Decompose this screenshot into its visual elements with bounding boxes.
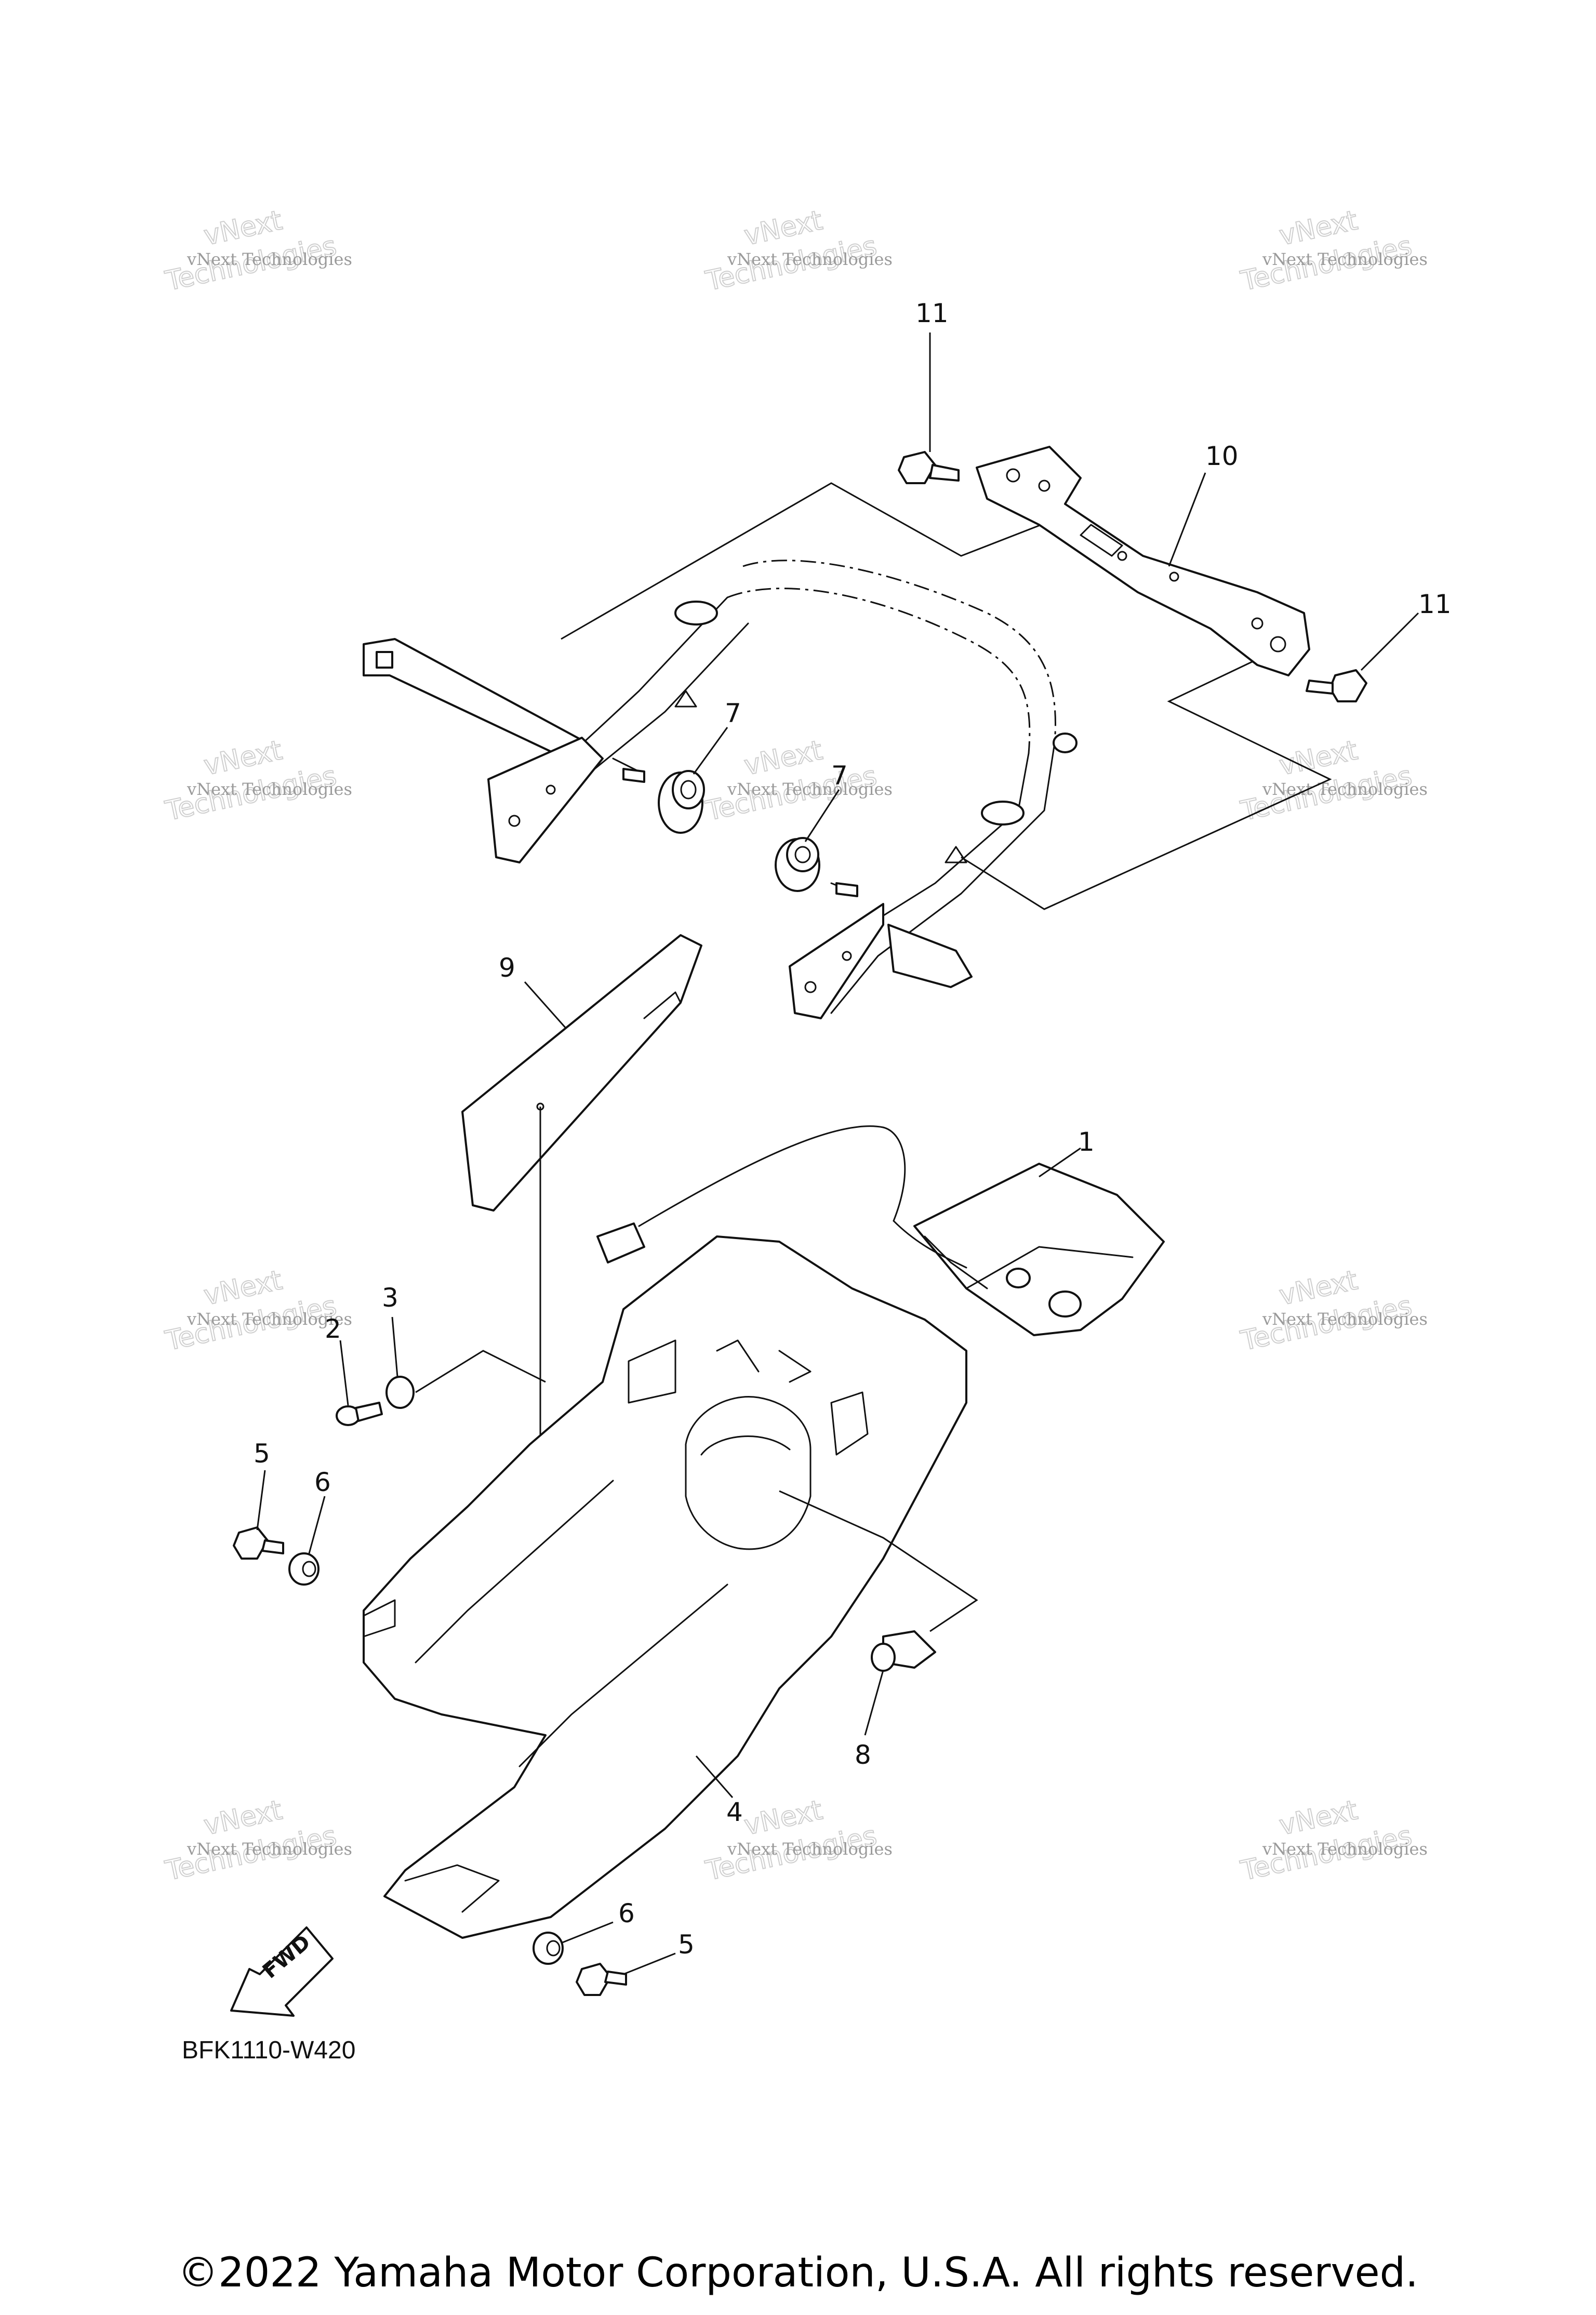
washer-3	[385, 1376, 415, 1409]
callout-11-top: 11	[915, 298, 949, 328]
collar-6-upper	[288, 1552, 320, 1586]
svg-text:vNext Technologies: vNext Technologies	[727, 779, 893, 799]
rear-frame	[363, 560, 1078, 1019]
svg-text:vNext Technologies: vNext Technologies	[727, 1839, 893, 1859]
bolt-11-top	[898, 451, 960, 484]
callout-5-upper: 5	[254, 1439, 270, 1469]
svg-text:vNext Technologies: vNext Technologies	[1262, 1309, 1428, 1329]
bolt-11-right	[1306, 669, 1367, 702]
damper-7-right	[775, 837, 858, 897]
callout-11-right: 11	[1418, 589, 1452, 619]
callouts: 11 10 11 7 7 9 1 3 2 5 6 8 4 6 5	[254, 298, 1452, 1975]
bolt-2	[336, 1402, 383, 1426]
watermark: Technologies vNext vNext Technologies	[1238, 1794, 1428, 1887]
taillight-1	[596, 1125, 1165, 1336]
clip-8	[871, 1630, 936, 1672]
bolt-5-upper	[233, 1526, 284, 1560]
svg-text:vNext Technologies: vNext Technologies	[727, 249, 893, 269]
watermark: Technologies vNext vNext Technologies	[162, 204, 352, 298]
callout-7-left: 7	[725, 698, 741, 728]
bolt-5-lower	[576, 1963, 627, 1996]
fwd-arrow-icon: FWD	[230, 1926, 334, 2017]
watermark: Technologies vNext vNext Technologies	[1238, 204, 1428, 298]
watermark: Technologies vNext vNext Technologies	[162, 1264, 352, 1358]
rear-fender-4	[363, 1235, 967, 1939]
callout-9: 9	[499, 953, 515, 983]
svg-text:vNext Technologies: vNext Technologies	[187, 1309, 352, 1329]
svg-text:vNext Technologies: vNext Technologies	[187, 1839, 352, 1859]
svg-text:vNext Technologies: vNext Technologies	[1262, 249, 1428, 269]
watermark: Technologies vNext vNext Technologies	[702, 734, 893, 828]
callout-3: 3	[382, 1283, 398, 1313]
collar-6-lower	[533, 1932, 564, 1965]
watermark: Technologies vNext vNext Technologies	[162, 734, 352, 828]
callout-10: 10	[1205, 441, 1239, 471]
watermark: Technologies vNext vNext Technologies	[1238, 1264, 1428, 1358]
clip-reference-line	[779, 1490, 978, 1632]
svg-text:vNext Technologies: vNext Technologies	[1262, 779, 1428, 799]
damper-7-left	[622, 768, 705, 834]
callout-8: 8	[855, 1740, 871, 1770]
svg-text:vNext Technologies: vNext Technologies	[1262, 1839, 1428, 1859]
callout-6-upper: 6	[314, 1467, 331, 1497]
diagram-code: BFK1110-W420	[182, 2037, 355, 2064]
callout-1: 1	[1078, 1127, 1095, 1157]
callout-2: 2	[325, 1314, 341, 1344]
copyright-notice: ©2022 Yamaha Motor Corporation, U.S.A. A…	[178, 2250, 1418, 2296]
washer-reference-line	[415, 1350, 546, 1393]
watermark: Technologies vNext vNext Technologies	[162, 1794, 352, 1887]
rear-bracket-10	[976, 446, 1310, 676]
callout-6-lower: 6	[618, 1898, 635, 1928]
svg-text:vNext Technologies: vNext Technologies	[187, 249, 352, 269]
callout-7-right: 7	[831, 761, 848, 791]
callout-4: 4	[726, 1797, 743, 1827]
frame-reference-outline	[561, 482, 1332, 910]
plate-9	[461, 934, 702, 1212]
callout-5-lower: 5	[678, 1930, 695, 1960]
svg-text:vNext Technologies: vNext Technologies	[187, 779, 352, 799]
watermark: Technologies vNext vNext Technologies	[702, 204, 893, 298]
